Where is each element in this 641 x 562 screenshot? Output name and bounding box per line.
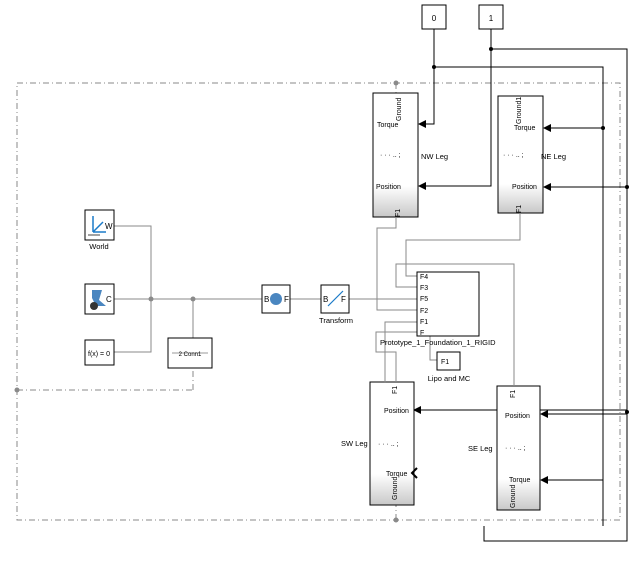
ne-ground-port: Ground1	[516, 97, 523, 124]
subsystem-boundary	[16, 82, 621, 521]
sw-f1-port: F1	[392, 386, 399, 394]
joint-icon	[270, 293, 282, 305]
ne-leg-subsystem[interactable]: Ground1 Torque Position F1 · · · .. ;	[497, 95, 544, 214]
sw-position-port: Position	[384, 408, 409, 415]
se-ground-port: Ground	[510, 485, 517, 508]
foundation-port-f4: F4	[420, 274, 428, 281]
nw-dots-icon: · · · .. ;	[380, 152, 401, 159]
joint-port-f: F	[284, 295, 289, 304]
joint-port-b: B	[264, 295, 269, 304]
world-port-w: W	[105, 222, 113, 231]
foundation-port-f: F	[420, 330, 424, 337]
nw-ground-port: Ground	[396, 98, 403, 121]
se-position-port: Position	[505, 413, 530, 420]
se-dots-icon: · · · .. ;	[505, 445, 526, 452]
se-torque-port: Torque	[509, 477, 531, 484]
ne-position-port: Position	[512, 184, 537, 191]
foundation-port-f3: F3	[420, 285, 428, 292]
foundation-port-f2: F2	[420, 308, 428, 315]
se-leg-label: SE Leg	[468, 444, 493, 453]
sw-dots-icon: · · · .. ;	[378, 441, 399, 448]
se-leg-subsystem[interactable]: F1 Position Torque Ground · · · .. ;	[496, 385, 541, 511]
sw-torque-port: Torque	[386, 471, 408, 478]
lipo-label: Lipo and MC	[428, 374, 471, 383]
solver-icon	[92, 290, 106, 306]
gear-icon	[90, 302, 98, 310]
constant-1-block[interactable]: 1	[478, 4, 504, 30]
nw-position-port: Position	[376, 184, 401, 191]
junction	[190, 296, 196, 302]
ne-leg-label: NE Leg	[541, 152, 566, 161]
sw-leg-subsystem[interactable]: F1 Position Torque Ground · · · .. ;	[369, 381, 418, 506]
sw-leg-label: SW Leg	[341, 439, 368, 448]
conn1-block[interactable]: 2 Conn1	[167, 337, 213, 369]
junction	[148, 296, 154, 302]
fx-text: f(x) = 0	[88, 351, 110, 358]
world-frame-block[interactable]: W	[84, 209, 115, 241]
foundation-label: Prototype_1_Foundation_1_RIGID	[380, 338, 496, 347]
constant-0-block[interactable]: 0	[421, 4, 447, 30]
fx-block[interactable]: f(x) = 0	[84, 339, 115, 366]
nw-leg-subsystem[interactable]: Ground Torque Position F1 · · · .. ;	[372, 92, 419, 218]
world-label: World	[89, 242, 108, 251]
joint-block[interactable]: B F	[261, 284, 291, 314]
signal-wire-c0[interactable]	[418, 29, 605, 526]
se-f1-port: F1	[510, 390, 517, 398]
transform-label: Transform	[319, 316, 353, 325]
sw-ground-port: Ground	[392, 477, 399, 500]
solver-port-c: C	[106, 295, 112, 304]
foundation-port-f5: F5	[420, 296, 428, 303]
constant-1-value: 1	[489, 14, 494, 23]
transform-block[interactable]: B F	[320, 284, 350, 314]
ne-f1-port: F1	[516, 205, 523, 213]
lipo-block[interactable]: F1	[436, 351, 461, 371]
nw-leg-label: NW Leg	[421, 152, 448, 161]
transform-port-f: F	[341, 295, 346, 304]
foundation-block[interactable]: F4 F3 F5 F2 F1 F	[416, 271, 480, 337]
nw-torque-port: Torque	[377, 122, 399, 129]
foundation-port-f1: F1	[420, 319, 428, 326]
ne-torque-port: Torque	[514, 125, 536, 132]
constant-0-value: 0	[432, 14, 437, 23]
transform-icon	[327, 290, 344, 307]
nw-f1-port: F1	[395, 209, 402, 217]
ne-dots-icon: · · · .. ;	[503, 152, 524, 159]
conn1-label: 2 Conn1	[179, 352, 202, 358]
physical-connections	[114, 213, 521, 386]
transform-port-b: B	[323, 295, 328, 304]
solver-configuration-block[interactable]: C	[84, 283, 115, 315]
lipo-port-f1: F1	[441, 359, 449, 366]
